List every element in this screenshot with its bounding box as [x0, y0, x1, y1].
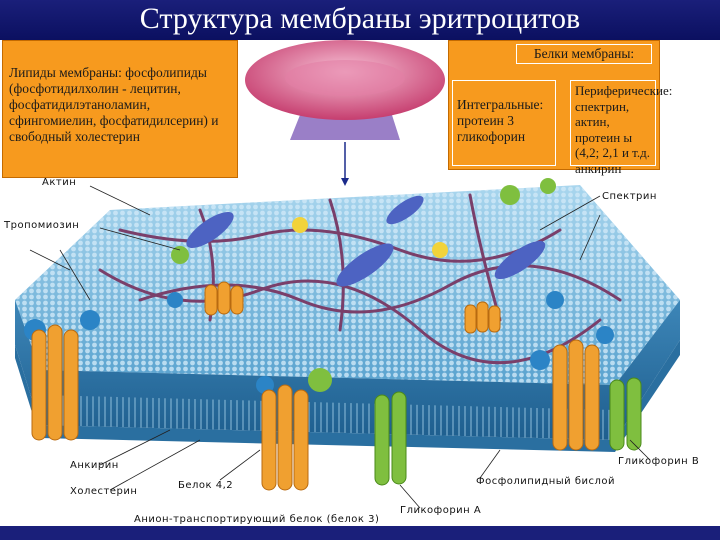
protein-clusters: [31, 281, 642, 491]
label-tropomyosin: Тропомиозин: [4, 220, 80, 231]
label-bilayer: Фосфолипидный бислой: [476, 476, 616, 487]
label-glycophorin-a: Гликофорин А: [400, 505, 482, 516]
label-anion-transport-protein: Анион-транспортирующий белок (белок 3): [134, 514, 380, 525]
lipids-text: Липиды мембраны: фосфолипиды (фосфотидил…: [9, 65, 219, 144]
proteins-header: Белки мембраны:: [516, 44, 652, 64]
actin-clusters: [186, 195, 546, 287]
label-spectrin: Спектрин: [602, 191, 657, 202]
erythrocyte-drawing: [245, 40, 445, 186]
label-glycophorin-b: Гликофорин В: [618, 456, 700, 467]
page-title: Структура мембраны эритроцитов: [139, 2, 581, 35]
label-cholesterol: Холестерин: [70, 486, 138, 497]
proteins-header-text: Белки мембраны:: [533, 46, 635, 61]
title-bar: [0, 0, 720, 40]
proteins-box: [448, 40, 660, 170]
label-ankyrin: Анкирин: [70, 460, 119, 471]
lipids-box: Липиды мембраны: фосфолипиды (фосфотидил…: [2, 40, 238, 178]
label-actin: Актин: [42, 177, 77, 188]
leader-lines: [29, 185, 651, 509]
peripheral-proteins-text: Периферические: спектрин, актин, протеин…: [575, 83, 673, 176]
integral-proteins-box: Интегральные: протеин 3 гликофорин: [452, 80, 556, 166]
bottom-bar: [0, 526, 720, 540]
integral-proteins-text: Интегральные: протеин 3 гликофорин: [457, 97, 544, 144]
peripheral-proteins-box: Периферические: спектрин, актин, протеин…: [570, 80, 672, 176]
label-protein-4-2: Белок 4,2: [178, 480, 234, 491]
